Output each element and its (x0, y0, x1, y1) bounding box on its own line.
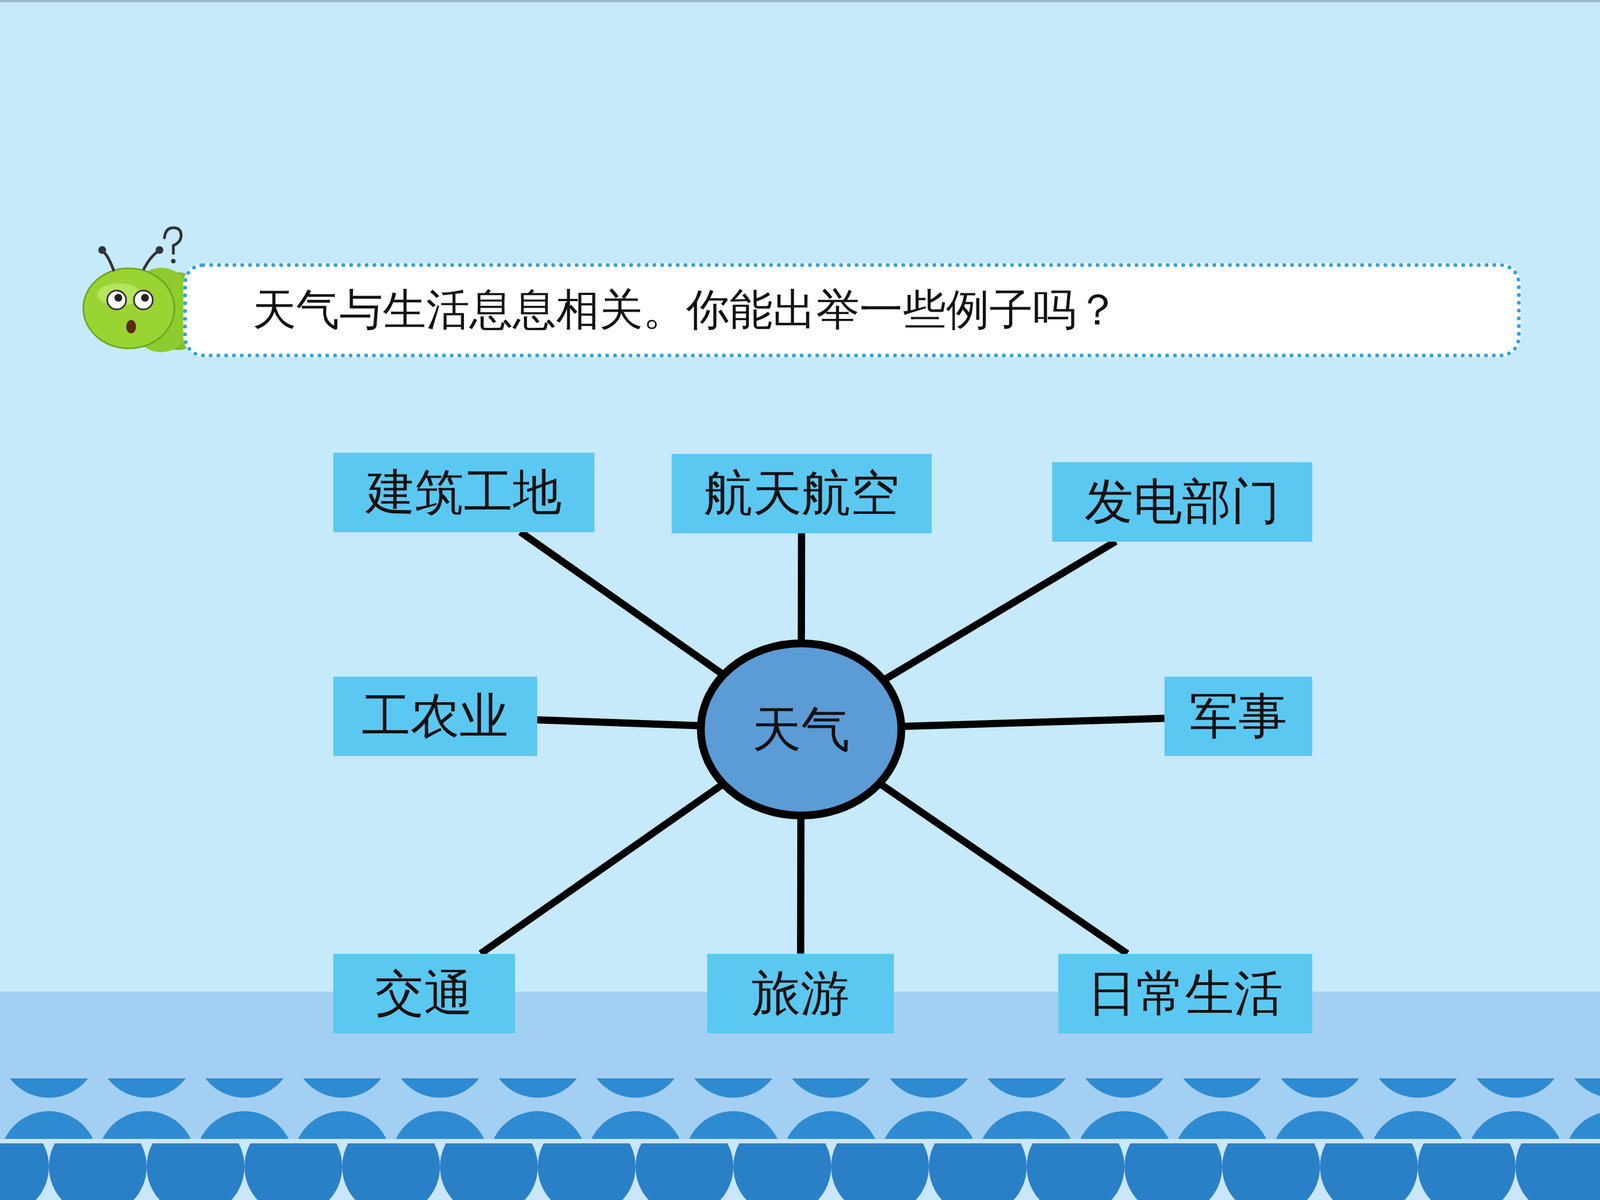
topic-label: 天气 (752, 696, 850, 763)
spoke-line (880, 783, 1128, 954)
topic-box: 发电部门 (1052, 462, 1313, 542)
spoke-line (520, 532, 723, 675)
scallop-row (0, 1143, 1600, 1200)
topic-box: 旅游 (707, 953, 894, 1034)
topic-box: 航天航空 (671, 453, 932, 534)
topic-box: 建筑工地 (333, 452, 595, 533)
top-edge (0, 0, 1600, 3)
topic-label: 建筑工地 (366, 459, 562, 526)
topic-label: 旅游 (751, 960, 850, 1027)
spoke-line (800, 816, 802, 954)
topic-label: 航天航空 (703, 460, 900, 527)
topic-label: 发电部门 (1084, 468, 1280, 535)
question-text: 天气与生活息息相关。你能出举一些例子吗？ (187, 281, 1120, 340)
center-ellipse: 天气 (695, 637, 907, 822)
spoke-line (801, 533, 802, 643)
topic-box: 军事 (1164, 676, 1313, 757)
topic-box: 工农业 (333, 676, 538, 757)
topic-label: 日常生活 (1087, 960, 1283, 1027)
spoke-line (480, 784, 723, 954)
spoke-line (537, 720, 700, 727)
topic-label: 工农业 (361, 683, 509, 750)
topic-box: 交通 (333, 953, 515, 1034)
topic-box: 日常生活 (1058, 953, 1313, 1034)
question-banner: 天气与生活息息相关。你能出举一些例子吗？ (183, 263, 1521, 358)
spoke-line (902, 718, 1165, 727)
topic-label: 军事 (1189, 683, 1288, 750)
spoke-line (884, 541, 1116, 680)
topic-label: 交通 (375, 960, 473, 1027)
